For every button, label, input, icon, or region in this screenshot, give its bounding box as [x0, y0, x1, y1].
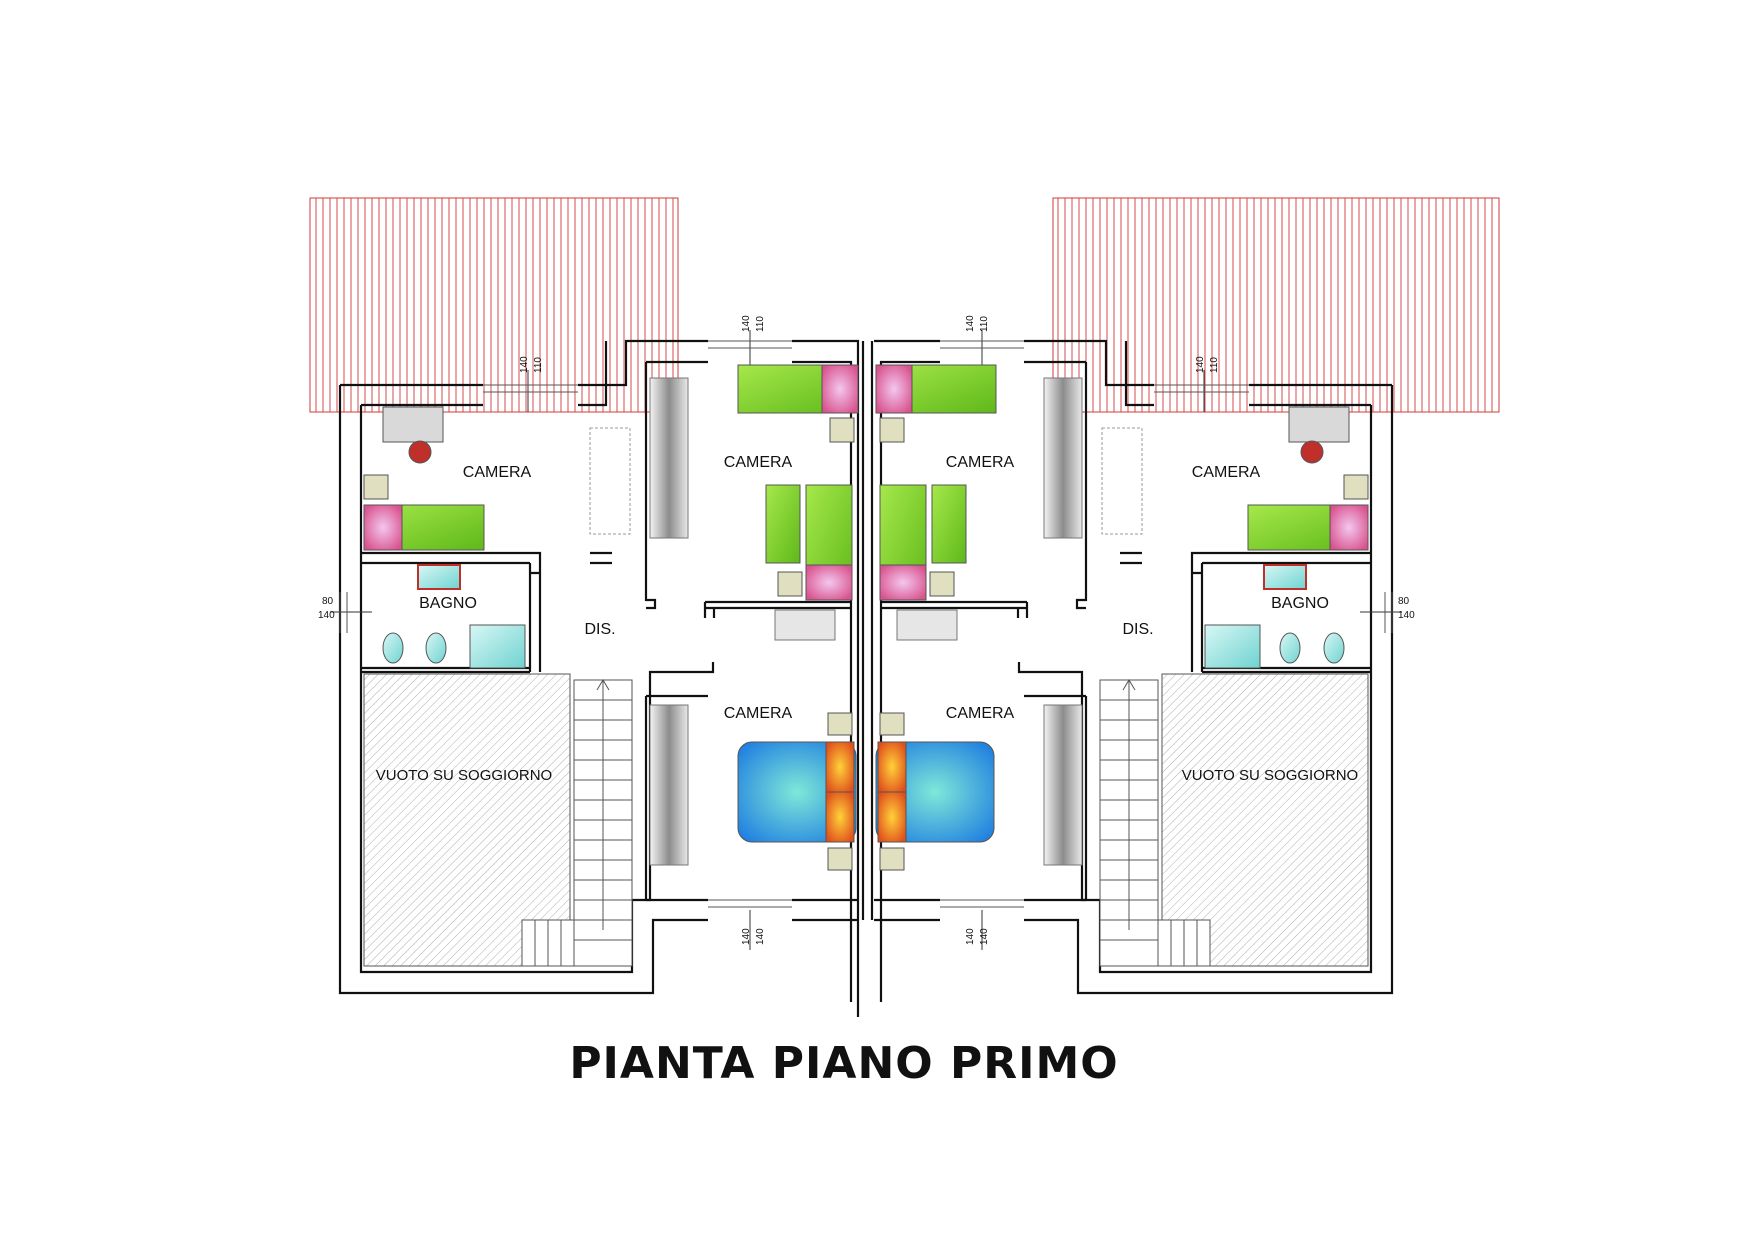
room-label-hall: DIS. [1122, 621, 1153, 638]
left-unit: 140 110 140 110 80 140 140 140 [309, 197, 874, 1017]
roof-hatch [1052, 197, 1500, 413]
nightstand [829, 417, 855, 443]
void-label: VUOTO SU SOGGIORNO [1182, 767, 1358, 784]
window-dim-b: 140 [979, 928, 990, 945]
single-bed [765, 484, 801, 564]
exterior-wall [338, 339, 860, 1017]
wardrobe [649, 704, 689, 866]
shower [469, 624, 526, 669]
pillow [875, 364, 913, 414]
room-label-bathroom: BAGNO [419, 595, 477, 612]
exterior-wall [874, 339, 1394, 995]
nightstand [827, 712, 853, 736]
wardrobe [649, 377, 689, 539]
window-dim-a: 140 [1195, 356, 1206, 373]
desk [896, 609, 958, 641]
bathroom-wall [1202, 666, 1371, 674]
window-dimension: 80 140 [1360, 592, 1415, 633]
window-dim-b: 140 [755, 928, 766, 945]
wardrobe [1043, 704, 1083, 866]
window-dim-a: 80 [322, 596, 334, 607]
interior-wall [361, 551, 612, 672]
washbasin [1263, 564, 1307, 590]
staircase [521, 679, 633, 967]
bidet [425, 632, 447, 664]
room-label-bedroom: CAMERA [724, 705, 793, 722]
exterior-wall-inner [359, 341, 715, 974]
void-area [363, 673, 571, 967]
nightstand [777, 571, 803, 597]
toilet [1323, 632, 1345, 664]
wardrobe-outline [589, 427, 631, 535]
pillow [879, 564, 927, 601]
bidet [1279, 632, 1301, 664]
toilet [382, 632, 404, 664]
washbasin [417, 564, 461, 590]
desk [774, 609, 836, 641]
window-dim-b: 110 [755, 316, 766, 332]
window-dim-b: 110 [979, 316, 990, 332]
nightstand [879, 417, 905, 443]
exterior-wall-inner [1017, 341, 1373, 974]
window-dim-a: 140 [965, 315, 976, 332]
interior-wall [1120, 551, 1371, 672]
window-dimension: 140 110 [483, 356, 578, 412]
window-dimension: 80 140 [318, 592, 372, 633]
window-dim-b: 110 [533, 357, 544, 373]
room-label-bedroom: CAMERA [724, 454, 793, 471]
desk [1288, 406, 1350, 443]
wardrobe-outline [1101, 427, 1143, 535]
window-dimension: 140 140 [708, 899, 792, 950]
shower [1204, 624, 1261, 669]
interior-wall [874, 360, 1088, 1002]
room-label-bathroom: BAGNO [1271, 595, 1329, 612]
window-dimension: 140 110 [940, 315, 1024, 372]
pillow [821, 364, 859, 414]
desk [382, 406, 444, 443]
room-label-bedroom: CAMERA [946, 454, 1015, 471]
window-dimension: 140 110 [1154, 356, 1249, 412]
pillow [363, 504, 403, 551]
window-dim-a: 140 [741, 928, 752, 945]
pillow [1329, 504, 1369, 551]
interior-wall [644, 360, 858, 1002]
wardrobe [1043, 377, 1083, 539]
nightstand [879, 847, 905, 871]
window-dim-b: 110 [1209, 357, 1220, 373]
void-area [1161, 673, 1369, 967]
window-dim-a: 140 [519, 356, 530, 373]
pillow [877, 791, 907, 843]
room-label-hall: DIS. [584, 621, 615, 638]
pillow [825, 741, 855, 793]
window-dimension: 140 110 [708, 315, 792, 372]
nightstand [1343, 474, 1369, 500]
room-label-bedroom: CAMERA [463, 464, 532, 481]
nightstand [879, 712, 905, 736]
roof-hatch [309, 197, 679, 413]
room-label-bedroom: CAMERA [1192, 464, 1261, 481]
nightstand [827, 847, 853, 871]
chair [1300, 440, 1324, 464]
staircase [1099, 679, 1211, 967]
pillow [825, 791, 855, 843]
window-dim-a: 140 [741, 315, 752, 332]
window-dim-b: 140 [1398, 610, 1415, 621]
window-dim-a: 140 [965, 928, 976, 945]
nightstand [363, 474, 389, 500]
pillow [805, 564, 853, 601]
bathroom-wall [361, 666, 530, 674]
plan-title: PIANTA PIANO PRIMO [569, 1038, 1118, 1089]
party-wall [861, 341, 874, 920]
window-dim-b: 140 [318, 610, 335, 621]
nightstand [929, 571, 955, 597]
right-unit: 140 110 140 110 80 140 140 140 [874, 197, 1500, 1002]
room-label-bedroom: CAMERA [946, 705, 1015, 722]
chair [408, 440, 432, 464]
window-dim-a: 80 [1398, 596, 1410, 607]
single-bed [931, 484, 967, 564]
pillow [877, 741, 907, 793]
window-dimension: 140 140 [940, 899, 1024, 950]
void-label: VUOTO SU SOGGIORNO [376, 767, 552, 784]
